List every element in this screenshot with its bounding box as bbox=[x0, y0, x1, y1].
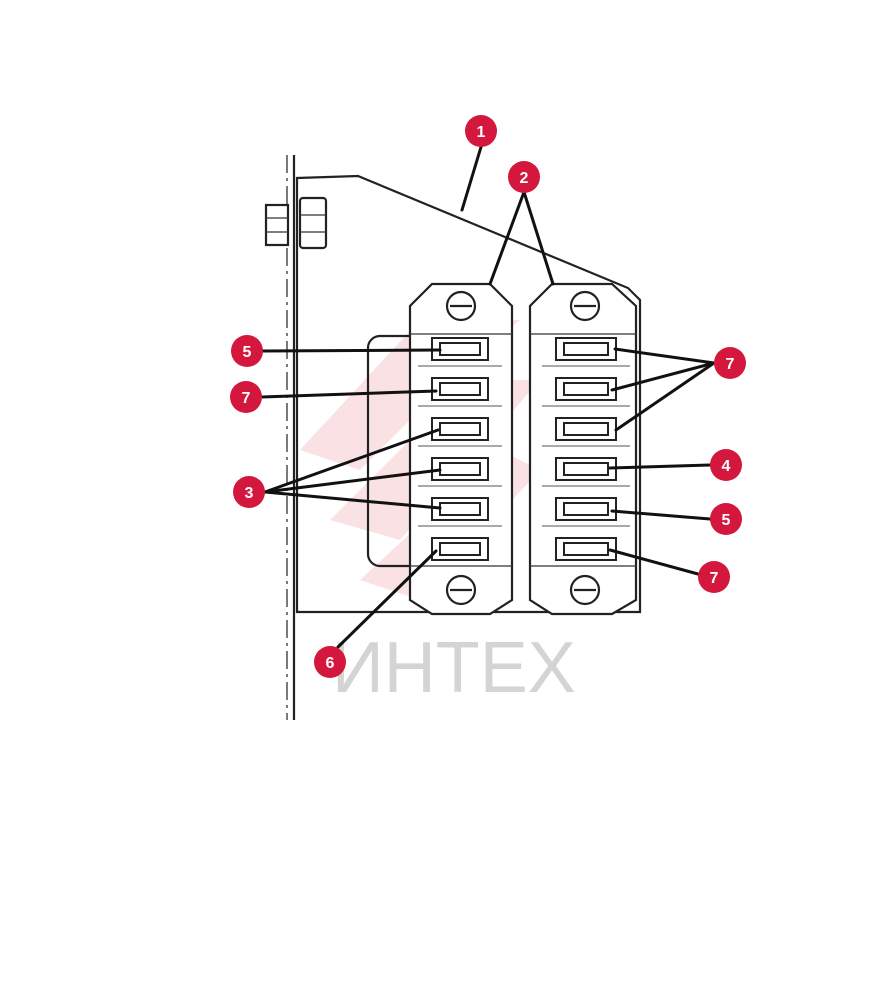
leader-lines bbox=[260, 145, 716, 649]
fuse-slot bbox=[431, 537, 489, 561]
fuse-slot bbox=[418, 377, 502, 407]
fuse-block-left bbox=[408, 282, 514, 616]
mounting-bolt bbox=[264, 196, 328, 250]
callout-5-left: 5 bbox=[231, 335, 263, 367]
svg-text:7: 7 bbox=[710, 570, 719, 587]
fuse-slot bbox=[542, 417, 630, 447]
svg-text:3: 3 bbox=[245, 485, 254, 502]
bracket-plate bbox=[295, 174, 642, 614]
callout-6: 6 bbox=[314, 646, 346, 678]
svg-text:7: 7 bbox=[726, 356, 735, 373]
watermark-text: ИНТЕХ bbox=[332, 628, 576, 708]
fuse-block-right bbox=[528, 282, 638, 616]
svg-text:5: 5 bbox=[722, 512, 731, 529]
svg-text:7: 7 bbox=[242, 390, 251, 407]
fuse-slot bbox=[418, 337, 502, 367]
svg-text:1: 1 bbox=[477, 124, 486, 141]
svg-text:5: 5 bbox=[243, 344, 252, 361]
callout-4: 4 bbox=[710, 449, 742, 481]
callout-5-right: 5 bbox=[710, 503, 742, 535]
fuse-slot bbox=[555, 537, 617, 561]
callout-2: 2 bbox=[508, 161, 540, 193]
callout-7-left: 7 bbox=[230, 381, 262, 413]
fuse-slots-right bbox=[542, 337, 630, 561]
fuse-slot bbox=[418, 417, 502, 447]
fuse-slot bbox=[542, 497, 630, 527]
fuse-slot bbox=[542, 457, 630, 487]
callout-7-right-bottom: 7 bbox=[698, 561, 730, 593]
callout-7-right-top: 7 bbox=[714, 347, 746, 379]
callout-3: 3 bbox=[233, 476, 265, 508]
fuse-slot bbox=[542, 337, 630, 367]
mounting-rail bbox=[286, 155, 296, 720]
svg-text:4: 4 bbox=[722, 458, 731, 475]
svg-text:2: 2 bbox=[520, 170, 529, 187]
svg-text:6: 6 bbox=[326, 655, 335, 672]
callout-1: 1 bbox=[465, 115, 497, 147]
fuse-slot bbox=[418, 457, 502, 487]
